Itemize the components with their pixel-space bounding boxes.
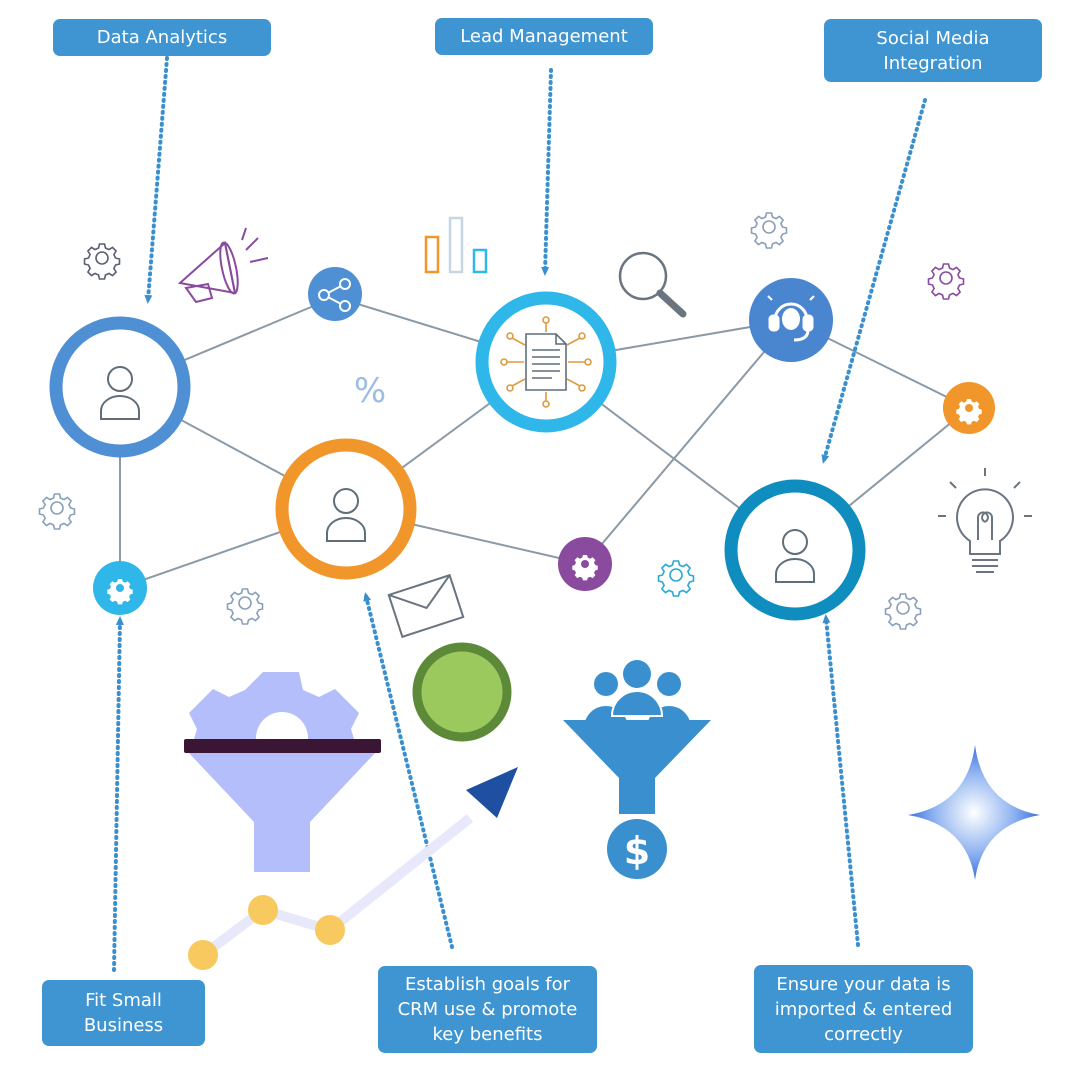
headset-node — [749, 278, 833, 362]
gear-icon — [927, 263, 965, 300]
node-lead-management — [475, 291, 617, 433]
label-establish-goals: Establish goals for CRM use & promote ke… — [378, 966, 597, 1053]
gear-icon — [83, 243, 121, 280]
headset-icon — [767, 295, 815, 342]
arrow-head-icon — [466, 767, 518, 818]
node-fit-small-business — [275, 438, 417, 580]
sparkle-icon — [908, 745, 1040, 880]
node-data-analytics — [49, 316, 191, 458]
share-icon — [318, 278, 351, 312]
bar-chart-icon — [424, 216, 488, 274]
label-lead-management: Lead Management — [435, 18, 653, 55]
share-node — [308, 267, 362, 321]
gear-icon — [750, 212, 788, 249]
label-ensure-data: Ensure your data is imported & entered c… — [754, 965, 973, 1053]
people-funnel-icon — [563, 660, 711, 879]
envelope-icon — [387, 573, 465, 639]
label-data-analytics: Data Analytics — [53, 19, 271, 56]
percent-symbol: % — [354, 371, 386, 411]
lightbulb-icon — [938, 468, 1032, 573]
gear-node-purple — [558, 537, 612, 591]
trend-line — [188, 767, 518, 970]
gear-node-orange — [943, 382, 995, 434]
gear-icon — [884, 593, 922, 630]
gear-node-cyan — [93, 561, 147, 615]
green-circle — [412, 642, 512, 742]
node-ensure-data — [724, 479, 866, 621]
label-social-media-integration: Social Media Integration — [824, 19, 1042, 82]
gear-icon — [38, 493, 76, 530]
megaphone-icon — [177, 227, 269, 304]
funnel-icon — [184, 672, 381, 872]
magnifier-icon — [618, 251, 687, 318]
dollar-symbol: $ — [624, 829, 650, 873]
dotted-arrows — [112, 56, 927, 972]
gear-icon — [657, 560, 695, 597]
label-fit-small-business: Fit Small Business — [42, 980, 205, 1046]
gear-icon — [226, 588, 264, 625]
document-network-icon — [500, 316, 592, 408]
